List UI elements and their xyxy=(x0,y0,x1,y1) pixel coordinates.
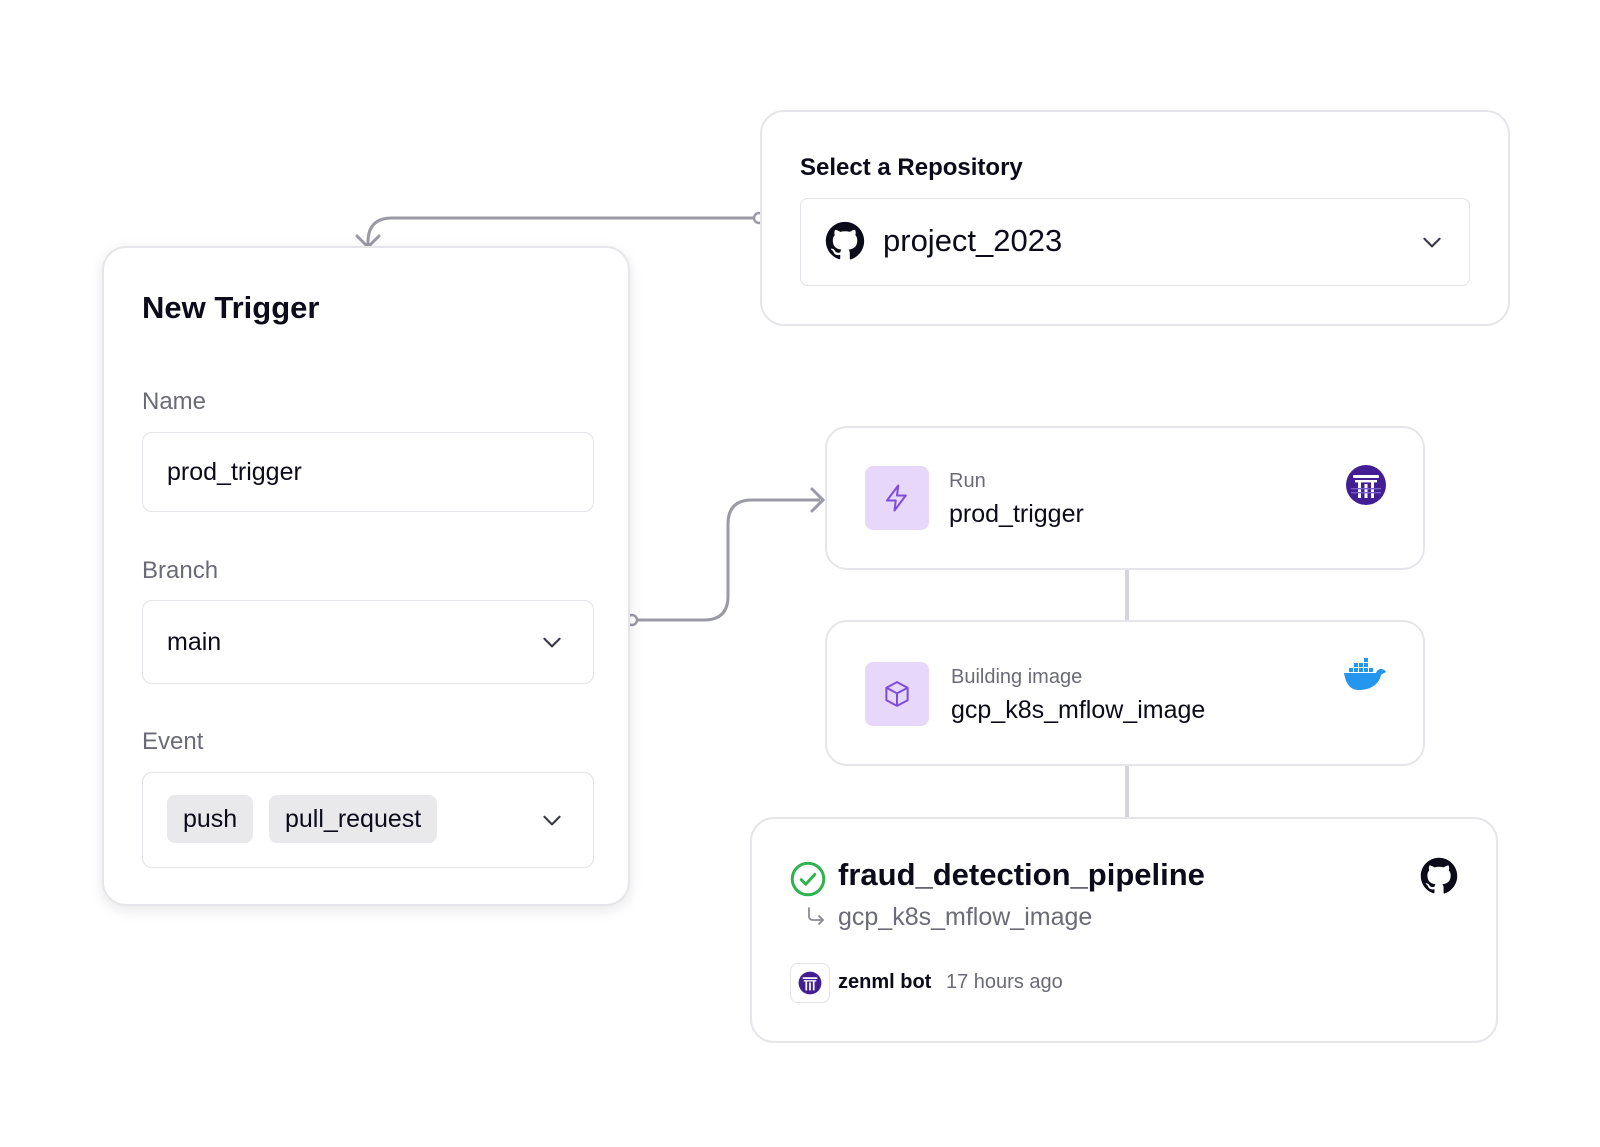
repository-card: Select a Repository project_2023 xyxy=(760,110,1510,326)
github-icon xyxy=(1420,857,1458,894)
run-step-card[interactable]: Run prod_trigger xyxy=(825,426,1425,570)
new-trigger-card: New Trigger Name prod_trigger Branch mai… xyxy=(102,246,630,906)
event-chip-pull-request[interactable]: pull_request xyxy=(269,795,438,843)
cube-icon xyxy=(885,681,909,707)
avatar xyxy=(790,963,830,1003)
branch-select-value: main xyxy=(167,628,222,656)
event-label: Event xyxy=(142,728,204,755)
build-label: Building image xyxy=(951,666,1083,688)
repo-to-trigger-connector xyxy=(366,216,758,246)
run-arrow-head xyxy=(810,487,826,513)
pipeline-author: zenml bot xyxy=(838,971,932,993)
event-chip-push[interactable]: push xyxy=(167,795,254,843)
new-trigger-title: New Trigger xyxy=(142,290,320,325)
pipeline-card[interactable]: fraud_detection_pipeline gcp_k8s_mflow_i… xyxy=(750,817,1498,1043)
repository-card-title: Select a Repository xyxy=(800,154,1023,181)
run-icon-box xyxy=(865,466,929,530)
chevron-down-icon xyxy=(543,637,561,648)
repository-select[interactable]: project_2023 xyxy=(800,198,1470,286)
run-value: prod_trigger xyxy=(949,500,1084,528)
branch-label: Branch xyxy=(142,557,219,584)
branch-select[interactable]: main xyxy=(142,600,594,684)
name-input-value: prod_trigger xyxy=(167,458,302,486)
zenml-icon xyxy=(798,971,822,995)
zenml-icon xyxy=(1346,465,1386,505)
check-circle-icon xyxy=(790,861,826,897)
return-arrow-icon xyxy=(808,907,824,925)
chevron-down-icon xyxy=(543,815,561,826)
name-input[interactable]: prod_trigger xyxy=(142,432,594,512)
chevron-down-icon xyxy=(1423,237,1441,248)
repository-value: project_2023 xyxy=(883,223,1063,258)
pipeline-name[interactable]: fraud_detection_pipeline xyxy=(838,857,1205,892)
build-step-card[interactable]: Building image gcp_k8s_mflow_image xyxy=(825,620,1425,766)
build-value: gcp_k8s_mflow_image xyxy=(951,696,1206,724)
lightning-icon xyxy=(886,484,907,512)
pipeline-timestamp: 17 hours ago xyxy=(946,971,1063,993)
build-icon-box xyxy=(865,662,929,726)
run-label: Run xyxy=(949,470,986,492)
trigger-to-run-connector xyxy=(632,498,820,622)
pipeline-image: gcp_k8s_mflow_image xyxy=(838,903,1093,931)
github-icon xyxy=(825,221,865,260)
name-label: Name xyxy=(142,388,207,415)
docker-icon xyxy=(1344,658,1386,690)
event-multiselect[interactable]: push pull_request xyxy=(142,772,594,868)
